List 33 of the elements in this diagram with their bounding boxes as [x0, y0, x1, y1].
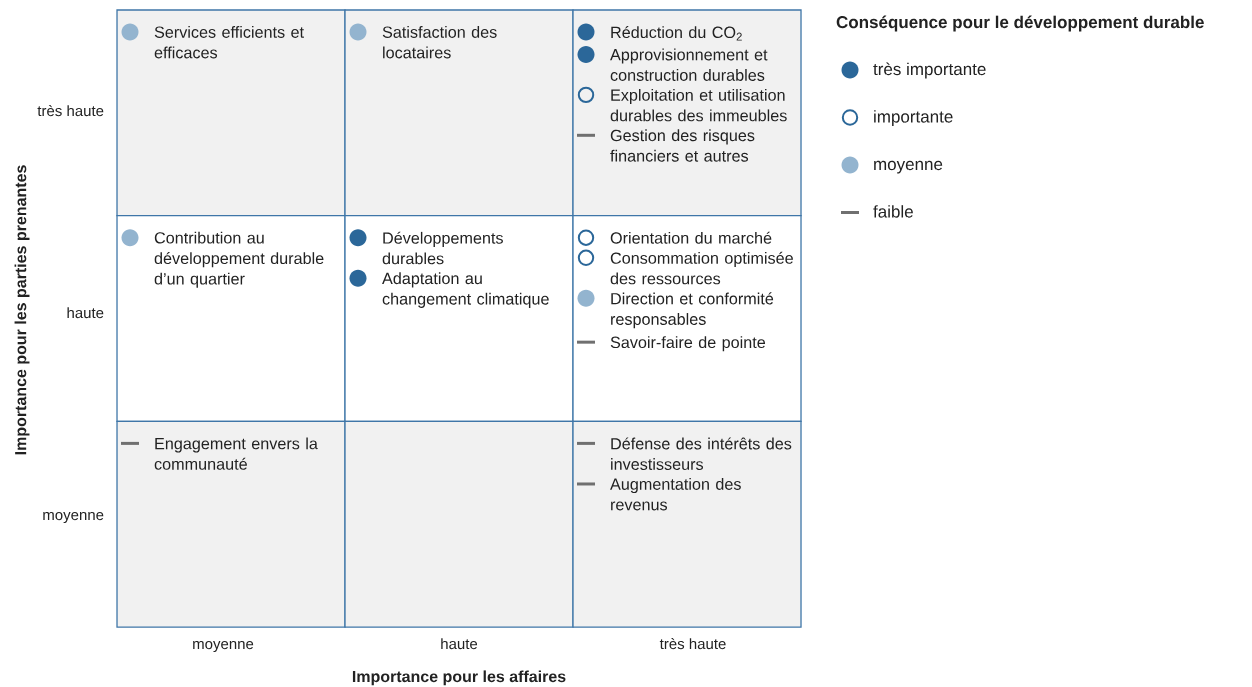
matrix-cell: [344, 420, 574, 628]
item-label: Direction et conformité responsables: [611, 292, 774, 329]
item-label: Satisfaction des locataires: [382, 26, 497, 59]
item-label: Exploitation et utilisation durables des immeubles: [610, 88, 787, 122]
legend-title: Conséquence pour le développement durable: [836, 15, 1204, 32]
matrix-cell: [572, 420, 802, 628]
item-label: Développements durables: [382, 231, 503, 265]
legend-label: importante: [874, 110, 953, 127]
legend-label: faible: [873, 205, 913, 218]
item-label: Consommation optimisée des ressources: [610, 251, 793, 285]
legend-label: très importante: [873, 62, 986, 79]
item-label: Réduction du CO$_{2}$: [611, 26, 742, 41]
item-label: Savoir-faire de pointe: [610, 336, 766, 352]
item-label: Gestion des risques financiers et autres: [610, 129, 755, 162]
matrix-cell: [344, 9, 574, 217]
item-label: Approvisionnement et construction durables: [610, 48, 768, 81]
axis-title: Importance pour les parties prenantes: [14, 165, 30, 455]
matrix-cell: [572, 215, 802, 423]
matrix-cell: [116, 420, 346, 628]
item-label: Orientation du marché: [610, 231, 772, 244]
axis-title: Importance pour les affaires: [352, 670, 566, 686]
matrix-cell: [572, 9, 802, 217]
matrix-cell: [116, 9, 346, 217]
item-label: Engagement envers la communauté: [154, 437, 318, 470]
matrix-cell: [344, 215, 574, 423]
item-label: Défense des intérêts des investisseurs: [611, 437, 792, 470]
item-label: Adaptation au changement climatique: [382, 272, 549, 308]
matrix-cell: [116, 215, 346, 423]
item-label: Contribution au développement durable d’un quartier: [154, 231, 324, 288]
item-label: Services efficients et efficaces: [154, 26, 304, 59]
axis-tick-label: moyenne: [193, 640, 254, 653]
item-label: Augmentation des revenus: [610, 477, 741, 511]
legend-label: moyenne: [874, 160, 943, 174]
